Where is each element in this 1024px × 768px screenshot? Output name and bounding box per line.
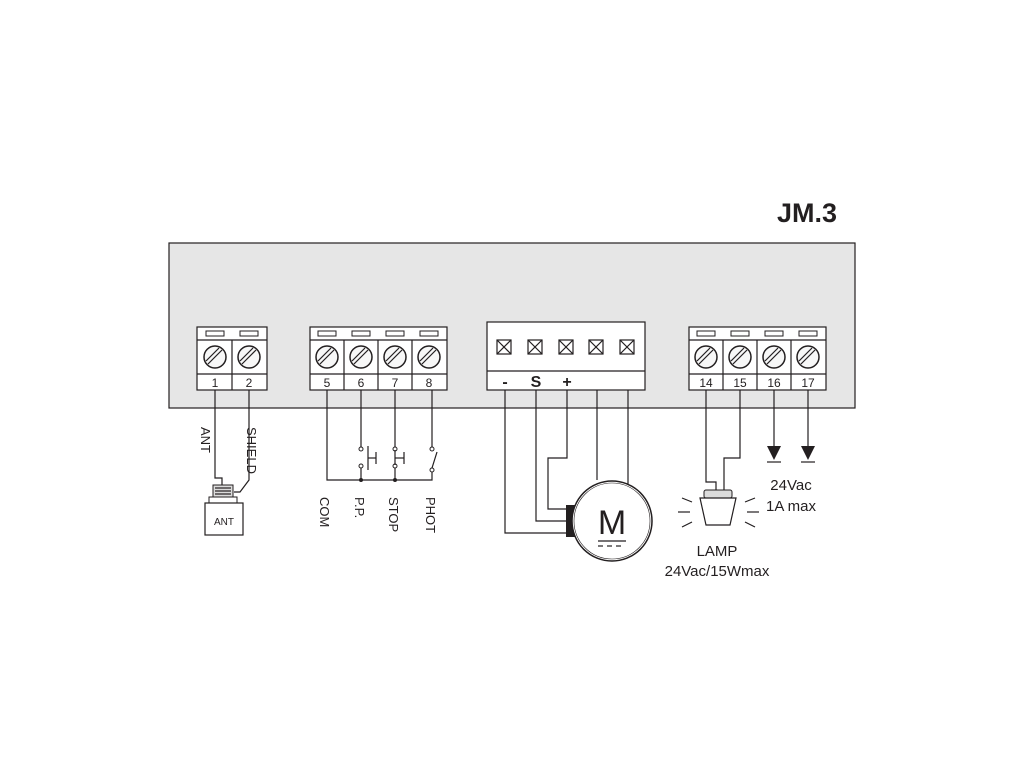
- screw-icon: [349, 345, 373, 369]
- connector-pin-icon: [558, 339, 574, 355]
- terminal-tab: [764, 330, 784, 337]
- terminal-number: S: [531, 374, 542, 391]
- screw-icon: [762, 345, 786, 369]
- motor-icon: [571, 480, 653, 562]
- terminal-number: -: [502, 374, 507, 391]
- terminal-block-outputs: 14 15 16 17: [688, 326, 827, 391]
- motor-wiring: M: [504, 390, 653, 562]
- terminal-number: 16: [767, 376, 781, 390]
- antenna-device: [204, 502, 244, 536]
- terminal-number: 14: [699, 376, 713, 390]
- terminal-block-inputs: 5 6 7 8: [309, 326, 448, 391]
- push-button-icon: [358, 446, 377, 470]
- terminal-number: 1: [212, 376, 219, 390]
- terminal-number: +: [562, 374, 571, 391]
- connector-pin-icon: [527, 339, 543, 355]
- wire-label-ant: ANT: [198, 427, 213, 453]
- stop-button-icon: [392, 446, 405, 469]
- motor-plug: [566, 505, 576, 537]
- lamp-icon: [678, 489, 759, 528]
- wire-label-stop: STOP: [386, 497, 401, 532]
- photocell-contact-icon: [429, 446, 438, 473]
- antenna-wiring: ANT SHIELD ANT: [198, 390, 259, 536]
- inputs-wiring: COM P.P. STOP PHOT: [317, 390, 438, 533]
- terminal-tab: [205, 330, 225, 337]
- screw-icon: [315, 345, 339, 369]
- terminal-block-motor: - S +: [486, 321, 646, 391]
- screw-icon: [728, 345, 752, 369]
- terminal-number: 5: [324, 376, 331, 390]
- junction-dot: [359, 478, 363, 482]
- aux-voltage: 24Vac: [770, 477, 812, 494]
- lamp-rating: 24Vac/15Wmax: [665, 563, 770, 580]
- connector-pin-icon: [619, 339, 635, 355]
- screw-icon: [383, 345, 407, 369]
- terminal-number: 17: [801, 376, 815, 390]
- connector-pin-icon: [496, 339, 512, 355]
- terminal-number: 8: [426, 376, 433, 390]
- terminal-tab: [419, 330, 439, 337]
- terminal-tab: [385, 330, 405, 337]
- terminal-tab: [696, 330, 716, 337]
- junction-dot: [393, 478, 397, 482]
- lamp-label: LAMP: [697, 543, 738, 560]
- terminal-number: 2: [246, 376, 253, 390]
- screw-icon: [203, 345, 227, 369]
- motor-symbol: M: [598, 504, 626, 542]
- lamp-wiring: LAMP 24Vac/15Wmax: [665, 390, 770, 580]
- wire-label-pp: P.P.: [352, 497, 367, 518]
- aux-current: 1A max: [766, 498, 817, 515]
- arrow-down-icon: [767, 446, 781, 460]
- arrow-down-icon: [801, 446, 815, 460]
- terminal-tab: [730, 330, 750, 337]
- screw-icon: [237, 345, 261, 369]
- screw-icon: [796, 345, 820, 369]
- terminal-tab: [798, 330, 818, 337]
- terminal-number: 6: [358, 376, 365, 390]
- terminal-number: 7: [392, 376, 399, 390]
- wire-label-shield: SHIELD: [244, 427, 259, 474]
- terminal-number: 15: [733, 376, 747, 390]
- screw-icon: [694, 345, 718, 369]
- connector-pin-icon: [588, 339, 604, 355]
- antenna-device-label: ANT: [214, 517, 234, 528]
- terminal-tab: [351, 330, 371, 337]
- terminal-tab: [317, 330, 337, 337]
- wire-label-phot: PHOT: [423, 497, 438, 533]
- wire-label-com: COM: [317, 497, 332, 527]
- terminal-block-antenna: 1 2: [196, 326, 268, 391]
- terminal-tab: [239, 330, 259, 337]
- aux-output-wiring: 24Vac 1A max: [766, 390, 817, 515]
- board-title: JM.3: [777, 198, 837, 228]
- screw-icon: [417, 345, 441, 369]
